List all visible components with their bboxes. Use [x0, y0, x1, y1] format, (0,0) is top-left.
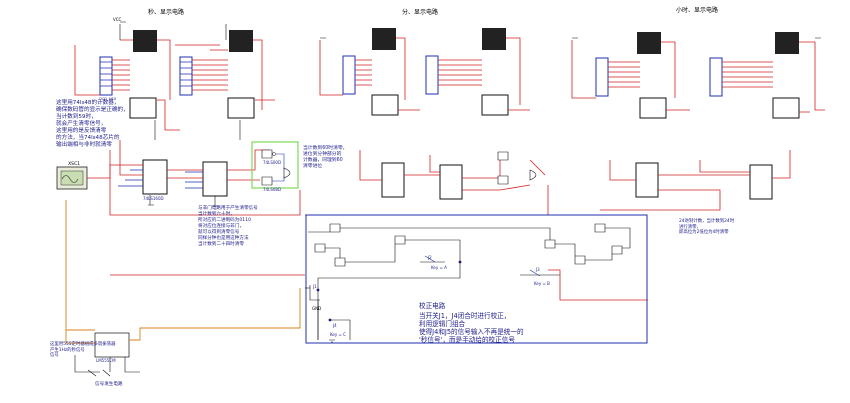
counter-chip-min-tens — [381, 162, 405, 198]
counter-chip-min-ones — [439, 164, 463, 200]
calibration-title: 校正电路 — [419, 302, 446, 310]
j1-label: J1 — [313, 284, 317, 289]
pulse-note: 这里用555定时器组成多谐振荡器 产生1Hz的秒信号 信号 — [50, 342, 116, 358]
decoder-chip-5 — [639, 97, 667, 119]
key-c-label: Key = C — [330, 332, 346, 337]
j4-label: J4 — [333, 323, 337, 328]
counter-chip-sec-tens — [142, 159, 168, 195]
gate-note: 与非门电路用于产生清零信号 当计数到六十时， 所对应的二进制码为0110 将对应… — [198, 206, 258, 247]
hours-section-title: 小时、显示电路 — [676, 7, 719, 14]
seg-label: DCD_HEX — [99, 97, 117, 101]
vcc-label: VCC — [113, 17, 122, 22]
resistor-pack-6 — [709, 57, 723, 97]
key-a-label: Key = A — [431, 265, 447, 270]
key-b-label: Key = B — [534, 281, 550, 286]
min-gates — [497, 151, 537, 185]
seg-display-min-tens — [372, 28, 396, 50]
hour-note: 24进制计数，当计数到24时 进行清零， 即高位为2低位为4时清零 — [679, 219, 735, 235]
xsc1-label: XSC1 — [68, 162, 81, 167]
seg-display-hr-tens — [637, 32, 661, 54]
nand-type-label: 74LS00D — [263, 160, 282, 165]
decoder-chip-1 — [129, 97, 157, 119]
decoder-chip-3 — [371, 94, 399, 116]
clear-gate-highlight — [251, 141, 299, 189]
minutes-section-title: 分、显示电路 — [402, 9, 439, 16]
counter-chip-sec-ones — [202, 161, 228, 197]
oscilloscope-xsc1 — [56, 164, 143, 190]
seg-display-min-ones — [482, 28, 506, 50]
counter-chip-hr-ones — [749, 164, 773, 200]
gnd-label: GND — [312, 306, 322, 311]
resistor-pack-1 — [99, 56, 113, 96]
clear-gate-logic — [261, 149, 291, 186]
resistor-pack-2 — [179, 56, 193, 96]
j3-label: J3 — [536, 267, 540, 272]
decoder-chip-2 — [227, 97, 255, 119]
calibration-logic — [308, 223, 631, 340]
seconds-section-title: 秒、显示电路 — [148, 9, 185, 16]
and-type-label: 74LS08D — [263, 187, 282, 192]
calibration-body: 当开关J1，J4闭合时进行校正， 利用逻辑门组合 使得J4和J5的信号输入不再是… — [419, 312, 524, 344]
clear-note: 当计数到60时清零， 进位到分钟部分的 计数器，同理到60 清零进位 — [303, 146, 348, 169]
counter-note: 这里用74ls48的计数器， 确保数码管的显示是正确的， 当计数到59时， 就会… — [56, 100, 129, 148]
counter-type-label: 74LS160D — [143, 196, 164, 201]
seg-display-sec-ones — [229, 30, 253, 52]
resistor-pack-4 — [425, 55, 439, 95]
hour-signal-wire — [548, 269, 648, 301]
resistor-pack-5 — [595, 57, 609, 97]
power-symbols — [120, 21, 821, 343]
minutes-display-block — [305, 28, 549, 216]
decoder-chip-6 — [772, 97, 800, 119]
lm555-label: LM555CM — [96, 358, 116, 363]
oscillator-label: 信号发生电路 — [95, 382, 123, 387]
lm555-chip — [94, 332, 130, 358]
j2-label: J2 — [428, 255, 432, 260]
decoder-chip-4 — [481, 94, 509, 116]
pulse-generator — [65, 200, 320, 377]
seconds-display-block — [74, 24, 301, 216]
seg-display-hr-ones — [775, 32, 799, 54]
counter-chip-hr-tens — [635, 162, 659, 198]
hours-display-block — [571, 32, 825, 211]
calibration-box — [305, 214, 648, 344]
seg-display-sec-tens — [133, 30, 157, 52]
resistor-pack-3 — [342, 55, 356, 95]
